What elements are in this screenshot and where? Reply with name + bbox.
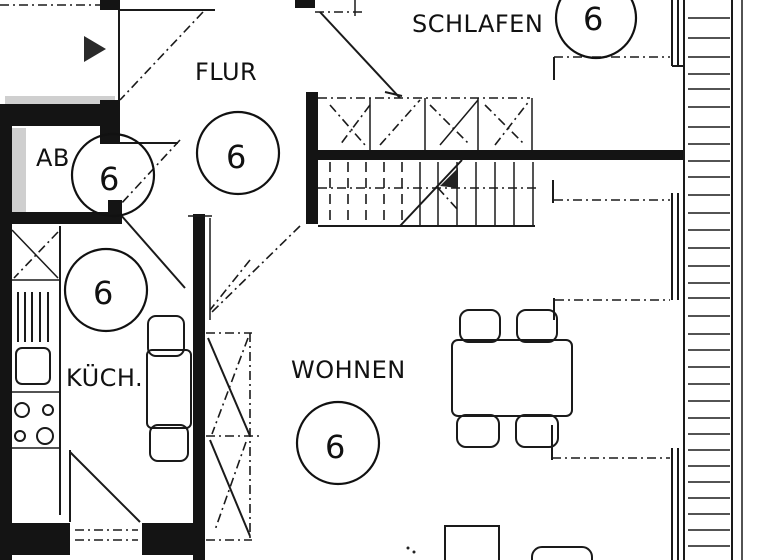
room-number: 6 bbox=[325, 428, 345, 466]
room-label: WOHNEN bbox=[291, 356, 406, 384]
door-swings bbox=[119, 11, 403, 313]
kitchen-table-icon bbox=[146, 315, 192, 462]
entrance-arrow-icon bbox=[84, 36, 106, 62]
top-left-area bbox=[0, 0, 365, 100]
room-label: FLUR bbox=[195, 58, 257, 86]
room-schlafen: SCHLAFEN 6 bbox=[412, 0, 638, 60]
room-kueche: 6 KÜCH. bbox=[63, 247, 149, 392]
walls bbox=[0, 92, 684, 560]
room-label: SCHLAFEN bbox=[412, 10, 543, 38]
room-label: KÜCH. bbox=[66, 363, 143, 392]
room-number: 6 bbox=[93, 274, 113, 312]
room-abstell: AB 6 bbox=[36, 132, 156, 218]
living-furniture bbox=[406, 525, 593, 560]
drainer-icon bbox=[17, 292, 49, 342]
balcony-railing bbox=[671, 0, 743, 560]
room-number: 6 bbox=[99, 160, 119, 198]
wardrobe-units bbox=[206, 332, 260, 541]
room-label: AB bbox=[36, 144, 70, 172]
stove-icon bbox=[14, 402, 54, 445]
dining-table-icon bbox=[451, 309, 573, 448]
stair-direction-arrow-icon bbox=[440, 168, 458, 188]
room-wohnen: WOHNEN 6 bbox=[291, 356, 406, 486]
sink-icon bbox=[15, 347, 51, 385]
room-number: 6 bbox=[226, 138, 246, 176]
kitchen-fixtures bbox=[11, 226, 192, 523]
staircase bbox=[318, 97, 540, 227]
dimension-lines bbox=[551, 56, 670, 460]
room-flur: FLUR 6 bbox=[195, 58, 281, 196]
room-number: 6 bbox=[583, 0, 603, 38]
